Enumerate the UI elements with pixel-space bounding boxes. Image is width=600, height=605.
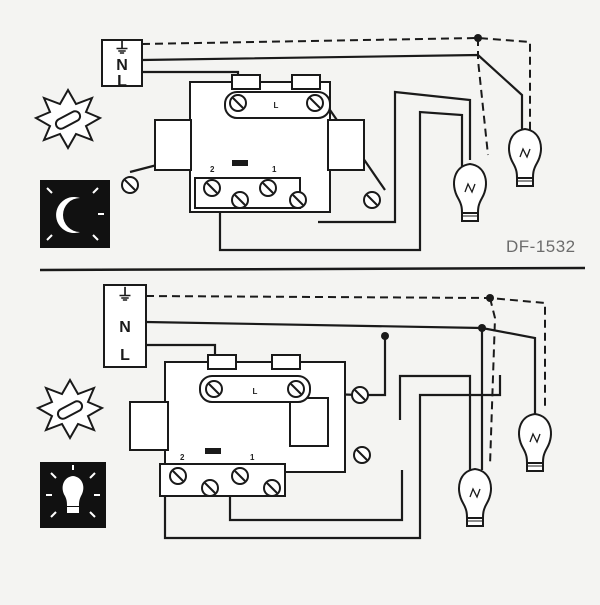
top-terminal-block: ⏚ N L [101,39,143,90]
bottom-dashed-wires [145,295,546,466]
bottom-terminal-block: ⏚ N L [103,284,147,368]
bottom-bulb-right [518,413,552,472]
relay-common-label: L [274,101,279,110]
top-bulb-left [453,163,487,222]
neutral-label: N [119,319,131,336]
model-label: DF-1532 [506,237,576,256]
top-sun-icon [35,89,101,149]
earth-symbol: ⏚ [117,286,133,304]
top-diagram: ⏚ N L L [35,34,576,256]
top-bulb-right [508,128,542,187]
top-dashed-wires [141,36,531,156]
bottom-sun-icon [37,379,103,439]
moon-icon [40,180,110,248]
line-label: L [120,347,130,364]
neutral-label: N [116,57,128,74]
relay-contact-2-label: 2 [180,453,185,462]
earth-symbol: ⏚ [114,39,130,57]
section-divider [39,266,586,272]
lamp-icon [40,462,106,528]
line-label: L [117,73,127,90]
relay-contact-1-label: 1 [250,453,255,462]
bottom-bulb-left [458,468,492,527]
top-relay-module: L 2 1 [121,74,381,213]
relay-contact-2-label: 2 [210,165,215,174]
bottom-diagram: ⏚ N L L [37,284,552,540]
relay-contact-1-label: 1 [272,165,277,174]
relay-common-label: L [253,387,258,396]
bottom-relay-module: L 2 1 [129,354,371,497]
